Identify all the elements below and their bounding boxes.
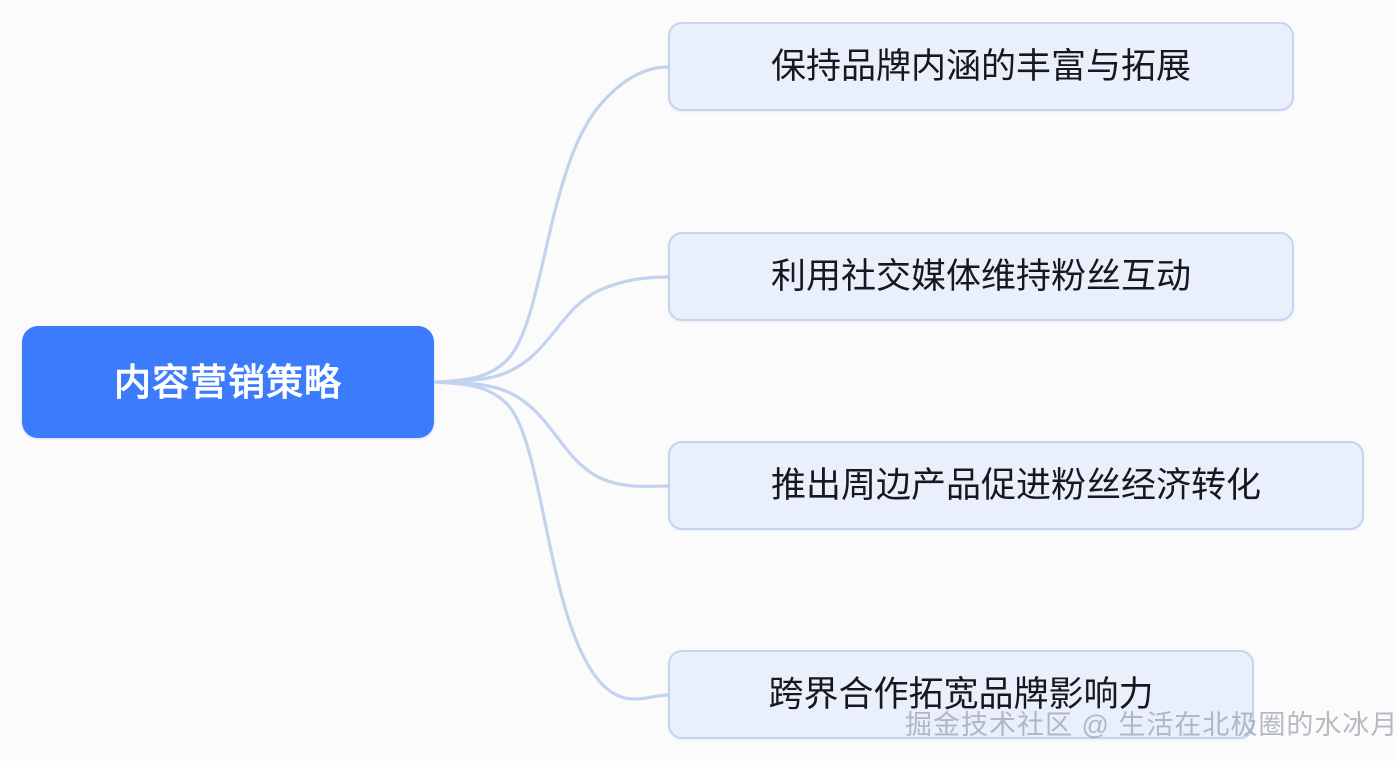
root-node[interactable]: 内容营销策略	[22, 326, 434, 438]
branch-node-2-label: 利用社交媒体维持粉丝互动	[770, 257, 1191, 296]
connector-to-branch-1	[434, 275, 670, 384]
branch-node-2[interactable]: 利用社交媒体维持粉丝互动	[668, 232, 1294, 321]
connector-to-branch-2	[434, 380, 670, 488]
connector-to-branch-3	[434, 380, 670, 701]
branch-node-3-label: 推出周边产品促进粉丝经济转化	[770, 466, 1261, 505]
root-node-label: 内容营销策略	[114, 361, 342, 403]
watermark-text: 掘金技术社区 @ 生活在北极圈的水冰月	[905, 710, 1397, 740]
branch-node-4[interactable]: 跨界合作拓宽品牌影响力	[668, 650, 1254, 739]
branch-node-3[interactable]: 推出周边产品促进粉丝经济转化	[668, 441, 1364, 530]
branch-node-1[interactable]: 保持品牌内涵的丰富与拓展	[668, 22, 1294, 111]
connector-to-branch-0	[434, 65, 670, 384]
branch-node-1-label: 保持品牌内涵的丰富与拓展	[770, 47, 1191, 86]
branch-node-4-label: 跨界合作拓宽品牌影响力	[768, 675, 1154, 714]
